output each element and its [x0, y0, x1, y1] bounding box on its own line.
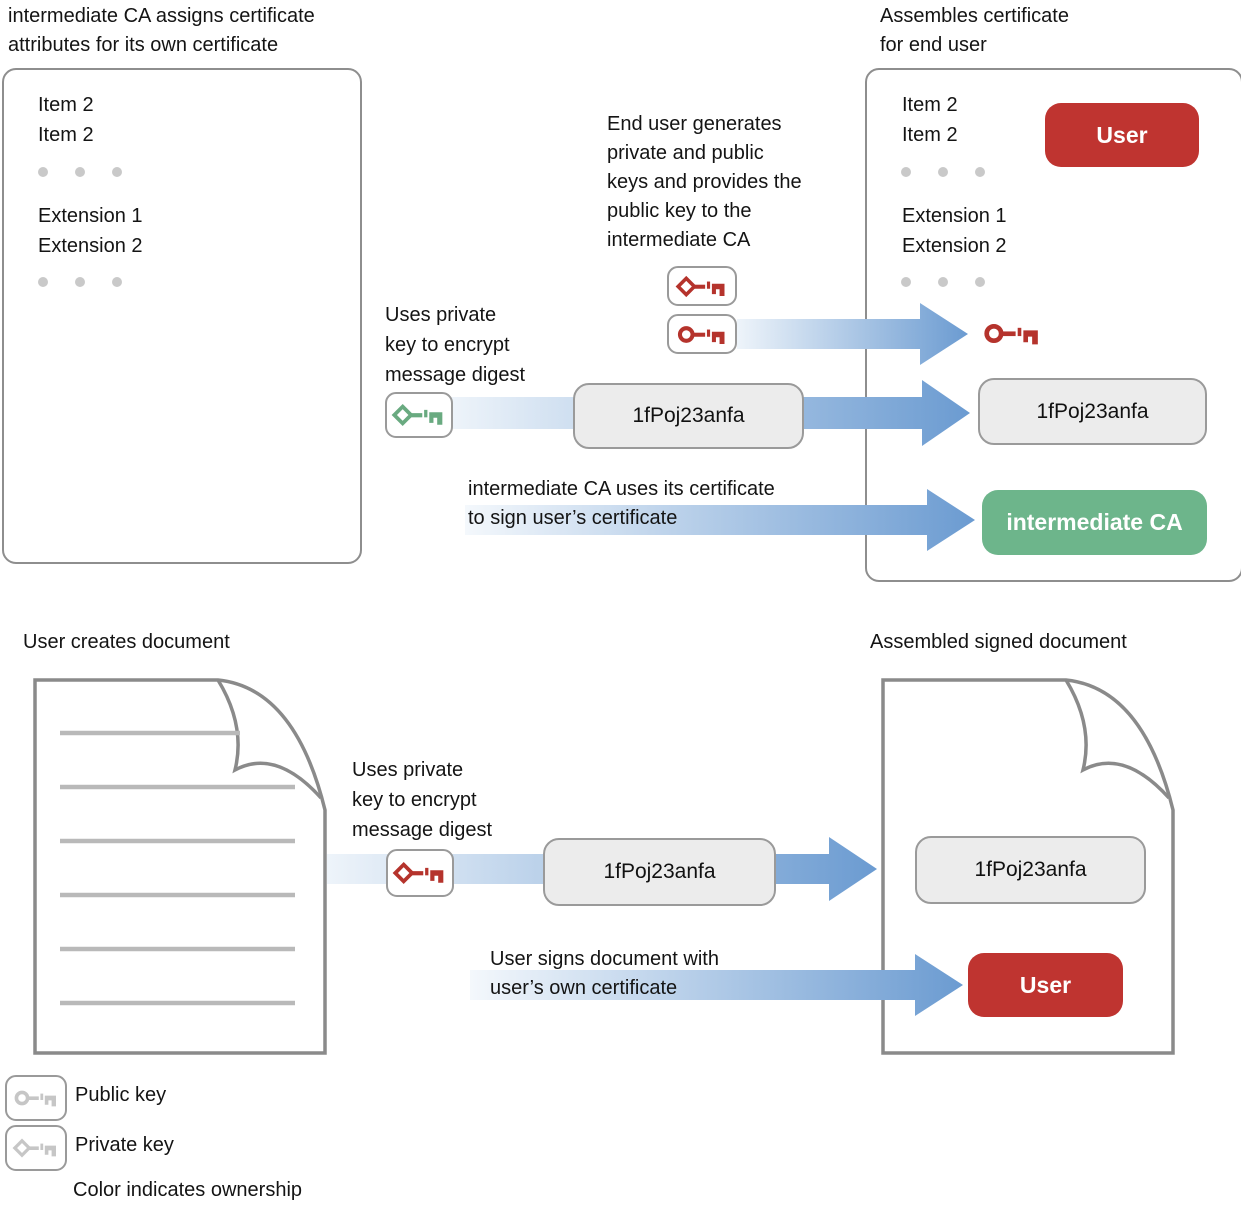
folded-corner: [1064, 679, 1171, 800]
private-key-icon: [392, 404, 445, 427]
ellipsis-dot: [938, 167, 948, 177]
legend-public-key-label: Public key: [75, 1084, 167, 1106]
cert-item: Item 2: [38, 124, 94, 146]
ellipsis-dot: [938, 277, 948, 287]
public-key-icon: [14, 1090, 58, 1109]
private-key-icon: [393, 862, 446, 885]
cert-extension: Extension 1: [38, 205, 143, 227]
cert-items-right: Item 2 Item 2: [902, 90, 958, 150]
ellipsis-dot: [112, 167, 122, 177]
digest-box-in-cert: 1fPoj23anfa: [978, 378, 1207, 445]
user-signs-note: User signs document with user’s own cert…: [490, 948, 719, 999]
user-badge-top: User: [1045, 103, 1199, 167]
legend-private-key-label: Private key: [75, 1134, 174, 1156]
cert-item: Item 2: [902, 124, 958, 146]
ca-private-key-chip: [385, 392, 453, 438]
legend-public-key-chip: [5, 1075, 67, 1121]
cert-extension: Extension 2: [902, 235, 1007, 257]
public-key-icon: [983, 318, 1041, 349]
end-user-keys-note: End user generates private and public ke…: [607, 113, 802, 251]
ellipsis-dot: [975, 167, 985, 177]
ellipsis-dot: [901, 167, 911, 177]
ellipsis-dot: [75, 277, 85, 287]
cert-item: Item 2: [38, 94, 94, 116]
digest-box-middle-bottom: 1fPoj23anfa: [543, 838, 776, 906]
heading-top-right-line1: Assembles certificate: [880, 5, 1069, 27]
document-text-lines: [60, 730, 295, 1006]
cert-extensions-right: Extension 1 Extension 2: [902, 201, 1007, 261]
ca-signs-note: intermediate CA uses its certificate to …: [468, 478, 775, 529]
user-document: [33, 678, 327, 1055]
cert-extension: Extension 1: [902, 205, 1007, 227]
intermediate-ca-badge: intermediate CA: [982, 490, 1207, 555]
folded-corner: [216, 679, 323, 800]
public-key-icon: [675, 321, 729, 348]
digest-box-middle-top: 1fPoj23anfa: [573, 383, 804, 449]
user-private-key-chip-bottom: [386, 849, 454, 897]
ellipsis-dot: [975, 277, 985, 287]
ellipsis-dot: [901, 277, 911, 287]
user-private-key-chip: [667, 266, 737, 306]
ellipsis-dot: [38, 277, 48, 287]
cert-extension: Extension 2: [38, 235, 143, 257]
uses-private-key-note-top: Uses private key to encrypt message dige…: [385, 304, 526, 386]
heading-top-left: intermediate CA assigns certificate attr…: [8, 2, 315, 60]
ellipsis-dot: [75, 167, 85, 177]
cert-item: Item 2: [902, 94, 958, 116]
legend-private-key-chip: [5, 1125, 67, 1171]
heading-top-right-line2: for end user: [880, 34, 987, 56]
cert-items-left: Item 2 Item 2: [38, 90, 94, 150]
intermediate-ca-certificate-box: [2, 68, 362, 564]
ellipsis-dot: [112, 277, 122, 287]
heading-top-right: Assembles certificate for end user: [880, 2, 1069, 60]
user-public-key-in-cert: [983, 318, 1041, 349]
digest-box-in-document: 1fPoj23anfa: [915, 836, 1146, 904]
uses-private-key-note-bottom: Uses private key to encrypt message dige…: [352, 759, 493, 841]
ellipsis-dot: [38, 167, 48, 177]
heading-top-left-line1: intermediate CA assigns certificate: [8, 5, 315, 27]
heading-top-left-line2: attributes for its own certificate: [8, 34, 279, 56]
private-key-icon: [13, 1139, 58, 1159]
heading-bottom-right: Assembled signed document: [870, 631, 1127, 653]
user-badge-bottom: User: [968, 953, 1123, 1017]
cert-extensions-left: Extension 1 Extension 2: [38, 201, 143, 261]
heading-bottom-left: User creates document: [23, 631, 230, 653]
user-public-key-chip: [667, 314, 737, 354]
legend-ownership-note: Color indicates ownership: [73, 1179, 303, 1201]
private-key-icon: [676, 276, 727, 298]
